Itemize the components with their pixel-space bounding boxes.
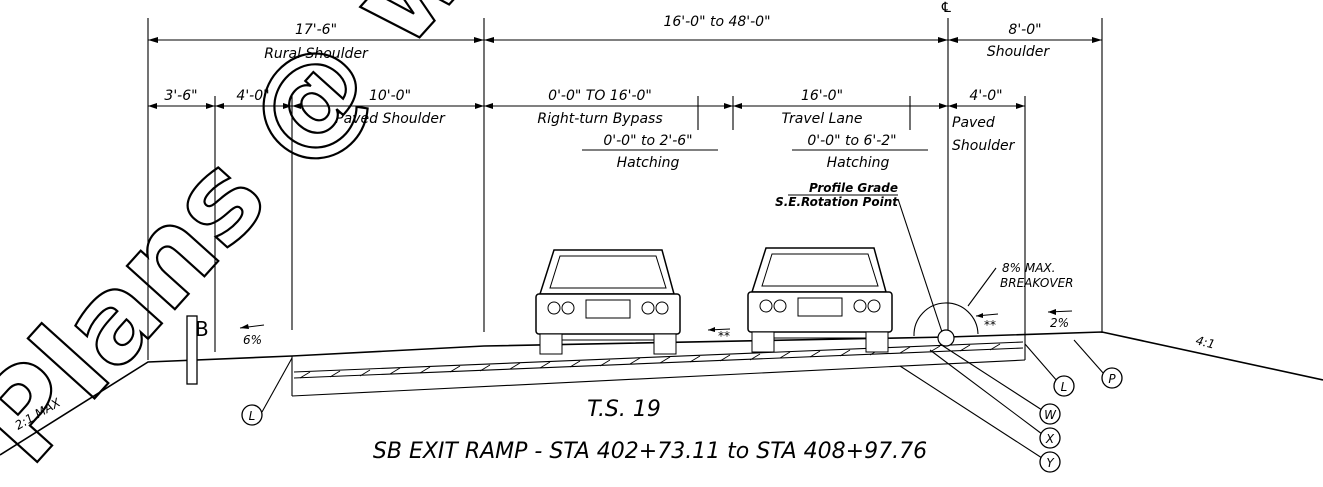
watermark-text: Plans @ www.	[0, 0, 671, 487]
centerline-symbol: ℄	[940, 0, 953, 16]
callouts: L L P W X Y	[241, 339, 1123, 473]
travel-lane-width: 16'-0"	[801, 88, 843, 104]
dimension-row-top: 17'-6" Rural Shoulder 16'-0" to 48'-0" 8…	[147, 0, 1103, 360]
callout-W: W	[1044, 408, 1057, 422]
sign-post: B	[186, 315, 209, 385]
ramp-width: 16'-0" to 48'-0"	[663, 14, 770, 30]
paved-shoulder-width: 10'-0"	[369, 88, 411, 104]
bypass-width: 0'-0" TO 16'-0"	[548, 88, 652, 104]
watermark: Plans @ www.	[0, 0, 671, 487]
paved-shoulder-label: Paved Shoulder	[335, 111, 446, 127]
right-shoulder-width: 8'-0"	[1008, 22, 1041, 38]
seg-2-width: 4'-0"	[236, 88, 269, 104]
section-number: T.S. 19	[587, 397, 661, 422]
seg-1-width: 3'-6"	[164, 88, 197, 104]
slope-right-label: 4:1	[1194, 333, 1216, 351]
callout-L-right: L	[1061, 380, 1068, 394]
sign-letter: B	[195, 317, 209, 341]
ramp-title: SB EXIT RAMP - STA 402+73.11 to STA 408+…	[373, 439, 927, 464]
callout-X: X	[1045, 432, 1055, 446]
right-paved-label-2: Shoulder	[952, 138, 1016, 154]
right-shoulder-label: Shoulder	[987, 44, 1051, 60]
car-icon	[535, 249, 681, 355]
bypass-hatch-width: 0'-0" to 2'-6"	[603, 133, 692, 149]
cross-slope-right: 2%	[1050, 316, 1069, 330]
bypass-hatch-label: Hatching	[617, 155, 680, 171]
breakover-line-1: 8% MAX.	[1002, 261, 1055, 275]
rural-shoulder-width: 17'-6"	[295, 22, 337, 38]
section-title: T.S. 19 SB EXIT RAMP - STA 402+73.11 to …	[373, 397, 927, 464]
callout-Y: Y	[1046, 456, 1055, 470]
travel-lane-label: Travel Lane	[782, 111, 863, 127]
cross-slope-left: 6%	[243, 333, 262, 347]
arrow-mark-1: **	[718, 329, 730, 343]
right-paved-width: 4'-0"	[969, 88, 1002, 104]
callout-L-left: L	[249, 409, 256, 423]
lane-hatch-width: 0'-0" to 6'-2"	[807, 133, 896, 149]
rotation-point-label: S.E.Rotation Point	[775, 195, 899, 209]
car-icon	[747, 247, 893, 353]
dimension-row-middle: 3'-6" 4'-0" 10'-0" Paved Shoulder 0'-0" …	[148, 88, 1026, 352]
rural-shoulder-label: Rural Shoulder	[264, 46, 369, 62]
profile-grade-callout: Profile Grade S.E.Rotation Point	[775, 181, 945, 339]
bypass-label: Right-turn Bypass	[537, 111, 662, 127]
right-paved-label-1: Paved	[952, 115, 995, 131]
breakover-callout: 8% MAX. BREAKOVER	[913, 261, 1073, 347]
profile-grade-label: Profile Grade	[809, 181, 898, 195]
rotation-point-marker	[937, 329, 955, 347]
callout-P: P	[1108, 372, 1116, 386]
breakover-line-2: BREAKOVER	[1000, 276, 1073, 290]
lane-hatch-label: Hatching	[827, 155, 890, 171]
arrow-mark-2: **	[984, 318, 996, 332]
